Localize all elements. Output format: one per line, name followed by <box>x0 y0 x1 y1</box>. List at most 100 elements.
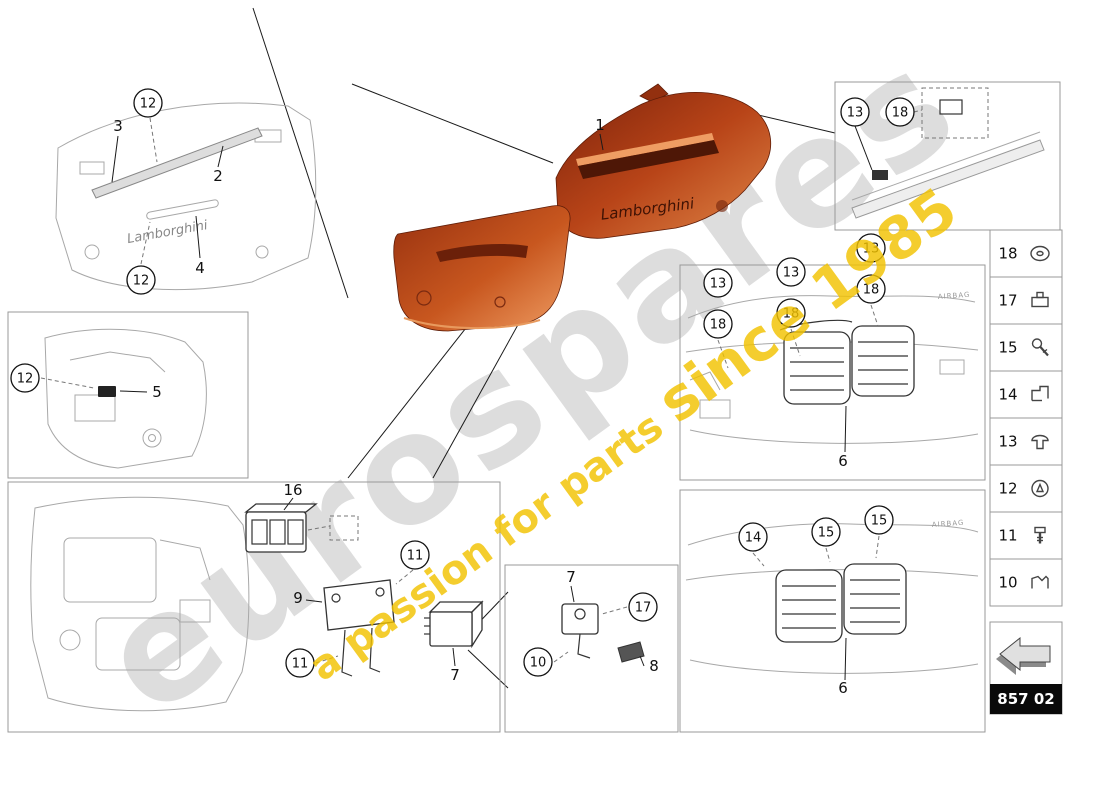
callout-9[interactable]: 9 <box>293 589 303 607</box>
legend-row-12[interactable]: 12 <box>989 464 1063 513</box>
vent-slot <box>578 140 719 179</box>
part-code: 857 02 <box>997 690 1054 708</box>
frame-mid-right <box>679 264 986 481</box>
switch-pack-part-16 <box>244 503 318 553</box>
callout-11-bottom[interactable]: 11 <box>285 648 315 678</box>
binnacle-hood <box>555 92 772 239</box>
callout-15-b[interactable]: 15 <box>864 505 894 535</box>
push-rivet-icon <box>1031 434 1049 450</box>
svg-text:18: 18 <box>783 307 800 322</box>
svg-text:12: 12 <box>998 480 1017 498</box>
callout-13-a[interactable]: 13 <box>703 268 733 298</box>
callout-18-topright[interactable]: 18 <box>885 97 915 127</box>
bolt-icon <box>1034 526 1046 544</box>
svg-text:12: 12 <box>17 372 34 387</box>
svg-text:18: 18 <box>892 106 909 121</box>
callout-18-a[interactable]: 18 <box>703 309 733 339</box>
callout-6-mid[interactable]: 6 <box>838 452 848 470</box>
bottom-left-switches-drawing: 16 9 7 11 11 <box>30 481 484 712</box>
callout-11-top[interactable]: 11 <box>400 540 430 570</box>
callout-16[interactable]: 16 <box>283 481 302 499</box>
legend-row-11[interactable]: 11 <box>989 511 1063 560</box>
svg-text:11: 11 <box>998 527 1017 545</box>
svg-text:10: 10 <box>998 574 1017 592</box>
svg-text:13: 13 <box>783 266 800 281</box>
legend-row-10[interactable]: 10 <box>989 558 1063 607</box>
callout-17[interactable]: 17 <box>628 592 658 622</box>
callout-6-bottom[interactable]: 6 <box>838 679 848 697</box>
svg-text:11: 11 <box>407 549 424 564</box>
callout-18-c[interactable]: 18 <box>856 274 886 304</box>
back-arrow-button[interactable] <box>996 636 1051 675</box>
vent-slot-highlight <box>576 133 714 166</box>
svg-text:13: 13 <box>847 106 864 121</box>
frame-bottom-right <box>679 489 986 733</box>
airbag-label-bottom: AIRBAG <box>932 519 965 529</box>
callout-8[interactable]: 8 <box>649 657 659 675</box>
svg-text:17: 17 <box>998 292 1017 310</box>
callout-12-mid-left[interactable]: 12 <box>10 363 40 393</box>
legend-row-14[interactable]: 14 <box>989 370 1063 419</box>
svg-text:17: 17 <box>635 601 652 616</box>
callout-2[interactable]: 2 <box>213 167 223 185</box>
washer-icon <box>1030 245 1050 262</box>
callout-7-left[interactable]: 7 <box>450 666 460 684</box>
svg-text:10: 10 <box>530 656 547 671</box>
grommet-icon <box>1031 479 1049 498</box>
svg-text:11: 11 <box>292 657 309 672</box>
callout-4[interactable]: 4 <box>195 259 205 277</box>
callout-18-b[interactable]: 18 <box>776 298 806 328</box>
mid-left-clip-drawing: 5 12 <box>10 328 207 469</box>
frame-mid-left <box>7 311 249 479</box>
module-part-7 <box>424 600 484 649</box>
airbag-label-mid: AIRBAG <box>938 291 971 301</box>
svg-text:13: 13 <box>998 433 1017 451</box>
svg-text:18: 18 <box>710 318 727 333</box>
svg-text:18: 18 <box>998 245 1017 263</box>
legend-row-13[interactable]: 13 <box>989 417 1063 466</box>
clip-part-5 <box>98 386 116 397</box>
callout-7-mid[interactable]: 7 <box>566 568 576 586</box>
bracket-part-9 <box>323 579 395 677</box>
callout-1[interactable]: 1 <box>595 116 605 134</box>
legend-row-18[interactable]: 18 <box>989 229 1063 278</box>
mid-right-vent-drawing: AIRBAG 6 13 18 <box>685 233 979 470</box>
svg-text:13: 13 <box>710 277 727 292</box>
lower-cowl <box>393 205 571 332</box>
legend-row-17[interactable]: 17 <box>989 276 1063 325</box>
callout-5[interactable]: 5 <box>152 383 162 401</box>
svg-text:12: 12 <box>140 97 157 112</box>
part-code-bar <box>990 684 1062 714</box>
fastener-legend: 18 17 15 <box>989 229 1063 607</box>
panel-frames <box>7 81 1061 733</box>
svg-text:15: 15 <box>871 514 888 529</box>
callout-12-bottom[interactable]: 12 <box>126 265 156 295</box>
callout-14[interactable]: 14 <box>738 522 768 552</box>
trim-strip-part <box>91 127 263 199</box>
diagram-footer: 857 02 <box>989 621 1063 715</box>
svg-text:15: 15 <box>998 339 1017 357</box>
frame-bottom-left <box>7 481 501 733</box>
svg-text:12: 12 <box>133 274 150 289</box>
legend-row-15[interactable]: 15 <box>989 323 1063 372</box>
svg-text:15: 15 <box>818 526 835 541</box>
bottom-right-vent-drawing: AIRBAG 6 14 15 <box>685 505 979 697</box>
sensor-part-7 <box>561 603 599 659</box>
top-left-trim-drawing: Lamborghini 3 2 4 12 12 <box>55 88 317 295</box>
frame-bottom-mid <box>504 564 679 733</box>
main-dashboard-part: Lamborghini 1 <box>393 83 772 332</box>
callout-13-topright[interactable]: 13 <box>840 97 870 127</box>
clip-part-8 <box>617 641 645 663</box>
callout-13-c[interactable]: 13 <box>856 233 886 263</box>
frame-top-right <box>834 81 1061 231</box>
spring-clip-icon <box>1031 575 1049 589</box>
callout-10[interactable]: 10 <box>523 647 553 677</box>
top-right-trim-drawing: 13 18 <box>840 87 1045 219</box>
callout-15-a[interactable]: 15 <box>811 517 841 547</box>
callout-13-b[interactable]: 13 <box>776 257 806 287</box>
callout-12-top[interactable]: 12 <box>133 88 163 118</box>
vent-pair-part-6-bottom <box>775 563 907 643</box>
callout-3[interactable]: 3 <box>113 117 123 135</box>
